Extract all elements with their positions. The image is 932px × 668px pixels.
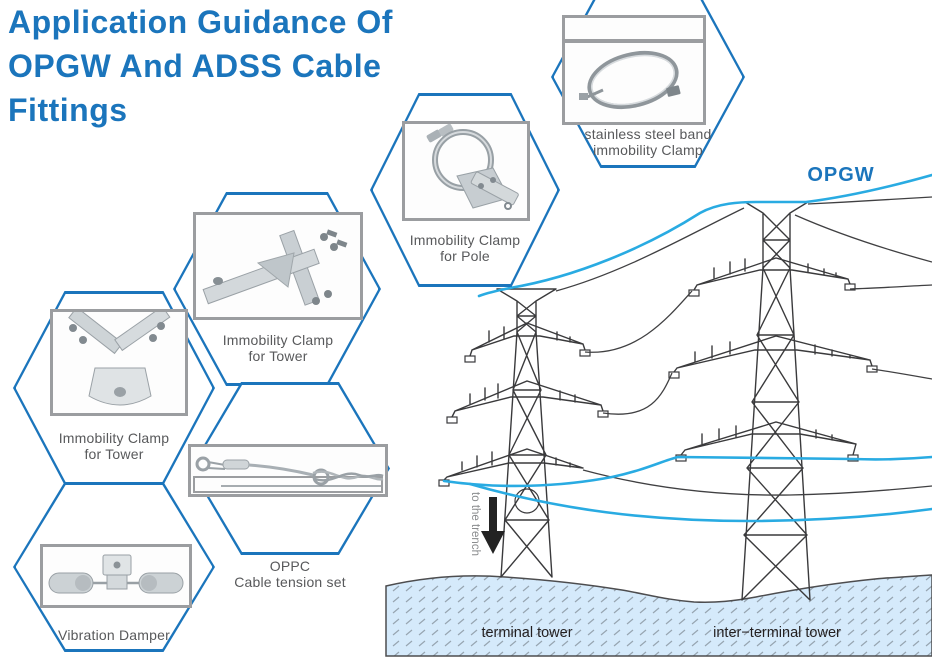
tower-v-clamp-photo-frame (50, 305, 188, 416)
down-arrow-icon (481, 497, 505, 554)
steel-band-photo-frame (562, 15, 706, 125)
tower-bracket-clamp-photo (202, 229, 348, 306)
title-line-3: Fittings (8, 92, 128, 128)
terminal-tower-drawing (438, 288, 609, 578)
tension-set-photo (193, 456, 384, 493)
opgw-cable-top (477, 173, 932, 298)
label-tower-clamp-upper: Immobility Clamp for Tower (222, 332, 334, 364)
label-oppc-tension-set: OPPC Cable tension set (234, 558, 346, 590)
label-tower-clamp-lower: Immobility Clamp for Tower (58, 430, 170, 462)
conductor-wires (555, 196, 932, 496)
title-line-2: OPGW And ADSS Cable (8, 48, 382, 84)
tension-set-photo-frame (188, 444, 388, 497)
page-title: Application Guidance Of OPGW And ADSS Ca… (8, 0, 508, 132)
tower-bracket-photo-frame (193, 212, 363, 320)
opgw-label: OPGW (807, 164, 874, 186)
ground-area (385, 574, 932, 657)
opgw-cables (442, 173, 932, 523)
label-pole-clamp: Immobility Clamp for Pole (409, 232, 521, 264)
trench-label: to the trench (469, 492, 481, 556)
pole-clamp-photo-frame (402, 121, 530, 221)
title-line-1: Application Guidance Of (8, 4, 393, 40)
steel-band-clamp-photo (565, 39, 703, 109)
tower-v-clamp-photo (68, 305, 171, 406)
vibration-damper-photo (48, 554, 184, 594)
inter-terminal-tower-drawing (668, 201, 878, 601)
pole-clamp-photo (426, 123, 519, 210)
opgw-cable-low (468, 482, 932, 523)
opgw-cable-mid (442, 455, 932, 488)
label-vibration-damper: Vibration Damper (58, 627, 170, 643)
terminal-tower-label: terminal tower (481, 625, 572, 641)
vibration-damper-photo-frame (40, 544, 192, 608)
inter-terminal-tower-label: inter−terminal tower (713, 625, 841, 641)
label-stainless-steel-band: stainless steel band immobility Clamp (584, 126, 712, 158)
